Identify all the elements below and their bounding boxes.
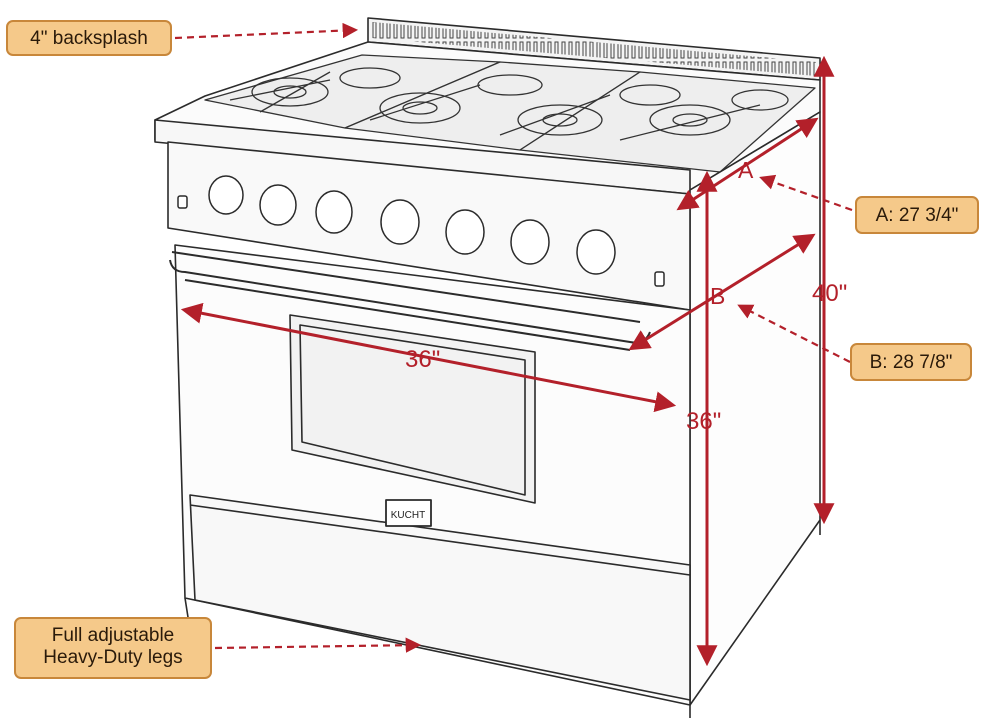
control-knobs: [177, 175, 665, 287]
legs-callout-line2: Heavy-Duty legs: [43, 647, 183, 668]
dimension-lines: [180, 55, 835, 667]
legs-leader: [214, 637, 422, 653]
brand-badge-text: KUCHT: [391, 510, 425, 521]
total-height-label: 40": [812, 280, 848, 307]
depth-b-callout: B: 28 7/8": [850, 343, 972, 381]
depth-b-dimension-line: [628, 233, 816, 351]
storage-drawer: [189, 494, 691, 701]
width-dimension-line: [180, 302, 677, 413]
legs-callout: Full adjustable Heavy-Duty legs: [14, 617, 212, 679]
backsplash-leader: [174, 22, 359, 40]
depth-b-marker: B: [710, 283, 726, 309]
callout-leaders: [174, 22, 853, 653]
body-height-label: 36": [686, 408, 722, 435]
brand-badge: [385, 499, 432, 527]
legs-callout-line1: Full adjustable: [51, 625, 175, 646]
depth-b-leader: [737, 304, 851, 363]
width-label: 36": [405, 346, 441, 373]
depth-a-dimension-line: [676, 117, 819, 211]
depth-a-leader: [759, 174, 853, 212]
depth-a-callout: A: 27 3/4": [855, 196, 979, 234]
depth-a-marker: A: [738, 157, 754, 183]
backsplash-callout: 4" backsplash: [6, 20, 172, 56]
